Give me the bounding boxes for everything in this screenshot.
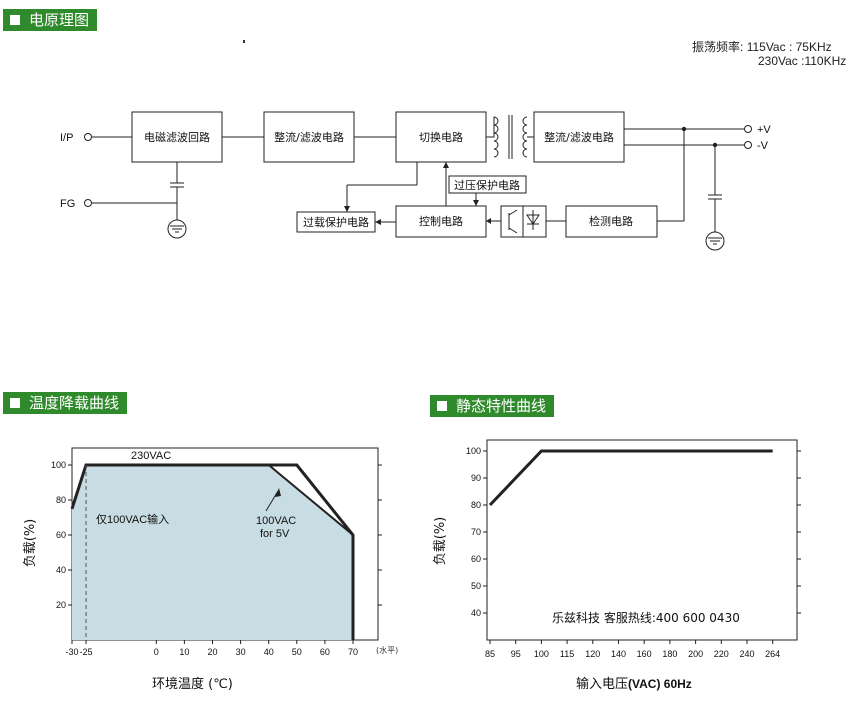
fg-terminal-icon	[84, 199, 92, 207]
x-tick-label: 95	[511, 649, 521, 659]
schematic-header: 电原理图	[3, 9, 98, 31]
x-tick-label: -25	[80, 647, 93, 657]
frequency-line-1: 振荡频率: 115Vac : 75KHz	[692, 38, 832, 55]
x-tick-label: -30	[65, 647, 78, 657]
block-switching-label: 切换电路	[419, 130, 463, 144]
y-tick-label: 50	[471, 581, 481, 591]
static-xlabel: 输入电压(VAC) 60Hz	[576, 676, 692, 692]
block-detection	[565, 205, 658, 238]
block-emi-filter	[131, 111, 223, 163]
x-tick-label: 240	[739, 649, 754, 659]
block-rectifier-filter-2	[533, 111, 625, 163]
y-tick-label: 100	[466, 446, 481, 456]
block-ovp	[448, 175, 527, 194]
transformer-icon	[486, 115, 534, 159]
derating-header: 温度降载曲线	[3, 392, 128, 414]
static-line	[488, 449, 773, 507]
x-tick-label: 120	[585, 649, 600, 659]
derating-ylabel: 负载(%)	[23, 519, 38, 568]
frequency-230: 230Vac :110KHz	[758, 54, 847, 68]
pos-terminal-icon	[744, 125, 752, 133]
static-header-label: 静态特性曲线	[456, 397, 547, 415]
static-ylabel: 负载(%)	[433, 517, 448, 566]
derating-xunit: (水平)	[376, 645, 398, 655]
x-tick-label: 20	[207, 647, 217, 657]
x-tick-label: 220	[714, 649, 729, 659]
header-square-icon	[10, 398, 20, 408]
input-ip-label: I/P	[60, 132, 73, 144]
block-olp-label: 过载保护电路	[303, 215, 369, 229]
schematic-header-label: 电原理图	[29, 11, 90, 29]
block-control	[395, 205, 487, 238]
x-tick-label: 180	[662, 649, 677, 659]
header-square-icon	[10, 15, 20, 25]
frequency-115: 115Vac : 75KHz	[746, 40, 832, 54]
optocoupler-icon	[500, 205, 547, 238]
x-tick-label: 100	[534, 649, 549, 659]
y-tick-label: 100	[51, 460, 66, 470]
x-tick-label: 85	[485, 649, 495, 659]
series-100vac-label-2: for 5V	[260, 528, 290, 540]
x-tick-label: 140	[611, 649, 626, 659]
derating-area	[72, 465, 353, 640]
y-tick-label: 80	[471, 500, 481, 510]
block-control-label: 控制电路	[419, 214, 463, 228]
output-neg-label: -V	[757, 140, 769, 152]
derating-header-label: 温度降载曲线	[29, 394, 120, 412]
frequency-label: 振荡频率:	[692, 40, 744, 54]
neg-terminal-icon	[744, 141, 752, 149]
block-detection-label: 检测电路	[589, 214, 633, 228]
y-tick-label: 90	[471, 473, 481, 483]
annotation-arrow-icon	[275, 488, 281, 497]
block-ovp-label: 过压保护电路	[454, 178, 520, 192]
block-rectifier-filter-1-label: 整流/滤波电路	[274, 130, 344, 144]
ip-terminal-icon	[84, 133, 92, 141]
y-tick-label: 40	[56, 565, 66, 575]
output-ground-icon	[705, 231, 725, 251]
block-emi-filter-label: 电磁滤波回路	[144, 131, 210, 144]
y-tick-label: 20	[56, 600, 66, 610]
x-tick-label: 115	[560, 649, 574, 659]
x-tick-label: 264	[765, 649, 780, 659]
static-xlabel-cn: 输入电压	[576, 676, 628, 692]
stray-dot	[243, 40, 245, 43]
derating-line-100vac	[71, 464, 354, 640]
static-watermark: 乐兹科技 客服热线:400 600 0430	[552, 610, 740, 625]
series-230vac-label: 230VAC	[131, 450, 171, 462]
x-tick-label: 40	[264, 647, 274, 657]
block-switching	[395, 111, 487, 163]
y-tick-label: 60	[471, 554, 481, 564]
block-rectifier-filter-1	[263, 111, 355, 163]
y-tick-label: 80	[56, 495, 66, 505]
y-tick-label: 40	[471, 608, 481, 618]
series-100vac-label-1: 100VAC	[256, 515, 296, 527]
static-plot-frame	[486, 439, 798, 641]
ground-icon	[167, 219, 187, 239]
dashed-note-label: 仅100VAC输入	[96, 512, 169, 526]
input-fg-label: FG	[60, 198, 75, 210]
x-tick-label: 200	[688, 649, 703, 659]
x-tick-label: 50	[292, 647, 302, 657]
x-tick-label: 30	[236, 647, 246, 657]
y-tick-label: 60	[56, 530, 66, 540]
static-header: 静态特性曲线	[430, 395, 555, 417]
output-pos-label: +V	[757, 124, 771, 136]
block-rectifier-filter-2-label: 整流/滤波电路	[544, 130, 614, 144]
x-tick-label: 160	[637, 649, 652, 659]
x-tick-label: 60	[320, 647, 330, 657]
static-xlabel-unit: (VAC) 60Hz	[628, 677, 692, 691]
derating-xlabel: 环境温度 (℃)	[152, 676, 233, 692]
y-tick-label: 70	[471, 527, 481, 537]
x-tick-label: 70	[348, 647, 358, 657]
header-square-icon	[437, 401, 447, 411]
x-tick-label: 10	[179, 647, 189, 657]
x-tick-label: 0	[154, 647, 159, 657]
